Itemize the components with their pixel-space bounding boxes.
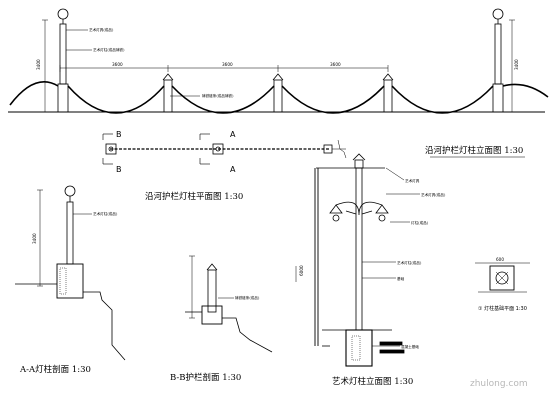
- elevation-dimension-line: [59, 65, 389, 72]
- left-lamp-post: [57, 8, 69, 113]
- section-aa: [15, 185, 126, 361]
- art-lamp-note-2: 艺术灯具(成品): [421, 192, 446, 197]
- elevation-title: 沿河护栏灯柱立面图 1:30: [425, 145, 523, 156]
- elevation-note-lamp: 艺术灯具(成品): [89, 27, 114, 32]
- base-plan: [475, 262, 530, 293]
- section-aa-height-dim: 3400: [32, 233, 37, 244]
- river-guardrail-elevation: [8, 8, 549, 114]
- elevation-height-dim-left: 3400: [36, 59, 41, 70]
- bollard-3: [383, 79, 393, 113]
- guardrail-plan: [102, 133, 347, 165]
- watermark: zhulong.com: [470, 379, 528, 389]
- plan-post-left: [105, 143, 117, 155]
- base-plan-dim: 600: [496, 257, 504, 262]
- art-lamp-title: 艺术灯柱立面图 1:30: [332, 376, 413, 387]
- plan-marker-b-top: B: [116, 130, 122, 139]
- plan-marker-b-bottom: B: [116, 165, 122, 174]
- plan-marker-a-bottom: A: [230, 165, 236, 174]
- art-lamp-note-5: 基础: [397, 276, 405, 281]
- art-lamp-elevation: [295, 153, 420, 367]
- base-plan-title: ① 灯柱基础平面 1:30: [478, 305, 527, 312]
- chain-swags: [9, 81, 549, 114]
- bollard-2: [273, 79, 283, 113]
- art-lamp-note-3: 灯柱(成品): [411, 220, 429, 225]
- art-lamp-note-4: 艺术灯柱(成品): [397, 260, 422, 265]
- art-lamp-note-6: 混凝土基础: [401, 344, 419, 349]
- elevation-height-dim-right: 3400: [514, 59, 519, 70]
- right-lamp-post: [492, 8, 504, 113]
- art-lamp-height-dim: 6000: [299, 265, 304, 276]
- plan-title: 沿河护栏灯柱平面图 1:30: [145, 191, 243, 202]
- art-lamp-note-1: 艺术灯具: [405, 178, 420, 183]
- elevation-dim-2: 3600: [222, 62, 233, 67]
- section-aa-title: A-A灯柱剖面 1:30: [19, 364, 91, 375]
- section-bb: [185, 255, 273, 353]
- elevation-note-post: 艺术灯柱(成品铸铁): [93, 47, 125, 52]
- plan-post-middle: [212, 143, 224, 155]
- plan-marker-a-top: A: [230, 130, 236, 139]
- elevation-note-chain: 铸铁链条(成品铸铁): [202, 93, 234, 98]
- section-bb-note: 铸铁链条(成品): [235, 295, 260, 300]
- elevation-dim-1: 3600: [112, 62, 123, 67]
- section-bb-title: B-B护栏剖面 1:30: [170, 372, 241, 383]
- section-aa-note: 艺术灯柱(成品): [93, 211, 118, 216]
- elevation-dim-3: 3600: [330, 62, 341, 67]
